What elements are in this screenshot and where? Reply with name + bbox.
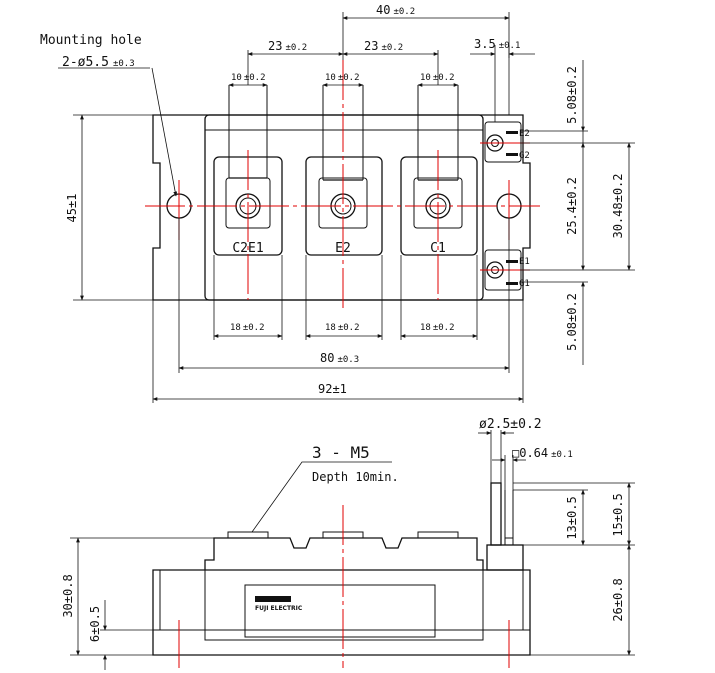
thread-leader xyxy=(251,461,392,533)
dim-45: 45±1 xyxy=(65,194,79,223)
nameplate xyxy=(244,584,436,638)
dim-15: 15±0.5 xyxy=(611,493,625,536)
extension-lines-top xyxy=(73,12,635,403)
side-housing xyxy=(204,537,484,570)
side-center-lines xyxy=(178,505,510,668)
dim-5-08-top: 5.08±0.2 xyxy=(565,66,579,124)
dim-26: 26±0.8 xyxy=(611,578,625,621)
dim-6: 6±0.5 xyxy=(88,606,102,642)
side-view: FUJI ELECTRIC xyxy=(61,417,635,670)
base-plate-outline xyxy=(152,114,531,301)
dim-18-b: 18±0.2 xyxy=(325,323,360,333)
thread-spec: 3 - M5 xyxy=(312,443,370,462)
dim-10-a: 10±0.2 xyxy=(231,73,266,83)
extension-lines-side xyxy=(70,430,635,656)
dimension-lines-side xyxy=(76,431,631,670)
dim-23-right: 23±0.2 xyxy=(364,39,403,53)
top-view: C2E1 E2 C1 xyxy=(40,3,635,403)
dim-92: 92±1 xyxy=(318,382,347,396)
dim-5-08-bottom: 5.08±0.2 xyxy=(565,293,579,351)
aux-pins-top xyxy=(484,121,522,163)
svg-text:FUJI ELECTRIC: FUJI ELECTRIC xyxy=(255,605,303,612)
dim-23-left: 23±0.2 xyxy=(268,39,307,53)
dim-10-c: 10±0.2 xyxy=(420,73,455,83)
dim-25-4: 25.4±0.2 xyxy=(565,177,579,235)
dim-18-c: 18±0.2 xyxy=(420,323,455,333)
dim-18-a: 18±0.2 xyxy=(230,323,265,333)
dim-3-5: 3.5±0.1 xyxy=(474,37,520,51)
dim-13: 13±0.5 xyxy=(565,496,579,539)
depth-note: Depth 10min. xyxy=(312,470,399,484)
dimension-lines-top xyxy=(80,16,631,401)
side-base-plate xyxy=(152,569,531,656)
fuji-logo: FUJI ELECTRIC xyxy=(255,596,303,612)
pin-label-g1: G1 xyxy=(519,279,530,289)
dim-10-b: 10±0.2 xyxy=(325,73,360,83)
housing-outline xyxy=(204,114,484,301)
aux-pin-block xyxy=(486,544,524,571)
dim-30: 30±0.8 xyxy=(61,574,75,617)
pin-label-g2: G2 xyxy=(519,151,530,161)
dim-pin-square: □0.64±0.1 xyxy=(512,446,573,460)
terminal-c1: C1 xyxy=(400,85,478,256)
pin-label-e2: E2 xyxy=(519,129,530,139)
dim-80: 80±0.3 xyxy=(320,351,359,365)
dim-pin-dia: ø2.5±0.2 xyxy=(479,417,542,432)
mounting-hole-label: Mounting hole xyxy=(40,33,142,48)
aux-pin xyxy=(490,482,502,546)
terminal-e2: E2 xyxy=(305,85,383,256)
top-center-lines xyxy=(145,60,540,310)
pin-label-e1: E1 xyxy=(519,257,530,267)
dim-30-48: 30.48±0.2 xyxy=(611,173,625,238)
mounting-hole-spec: 2-ø5.5±0.3 xyxy=(62,55,135,70)
dim-40: 40±0.2 xyxy=(376,3,415,17)
